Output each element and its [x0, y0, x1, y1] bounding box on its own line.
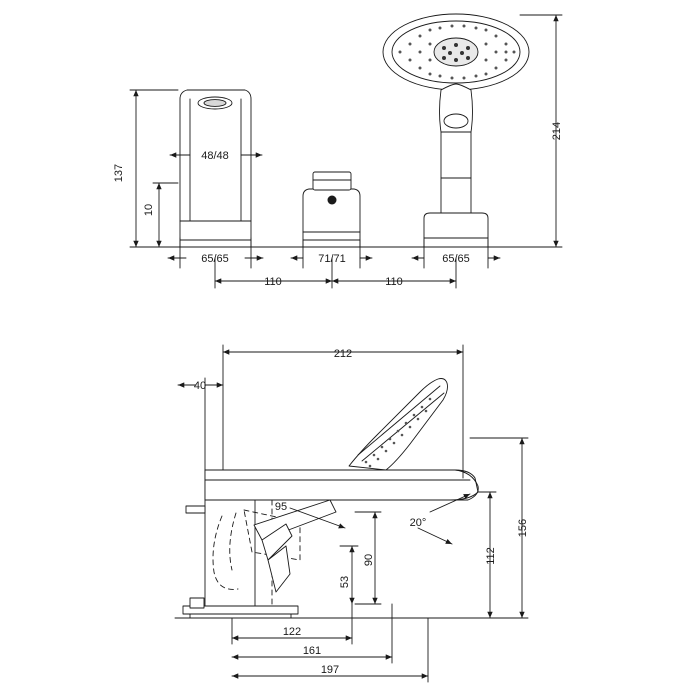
- label-71-71: 71/71: [318, 253, 346, 265]
- dim-212: [222, 344, 464, 479]
- dim-137: [129, 89, 179, 248]
- dim-112: [477, 491, 497, 619]
- dim-95: [289, 507, 346, 529]
- dim-65-65-left: [167, 237, 264, 269]
- label-161: 161: [303, 645, 321, 657]
- dim-197: [231, 617, 429, 683]
- label-112: 112: [485, 547, 497, 565]
- dim-156: [469, 437, 529, 619]
- label-40: 40: [194, 380, 206, 392]
- label-95: 95: [275, 501, 287, 513]
- side-view-body: [182, 378, 479, 619]
- dim-90: [354, 511, 382, 605]
- dim-122: [231, 603, 353, 645]
- label-90: 90: [363, 554, 375, 566]
- label-212: 212: [334, 348, 352, 360]
- dim-161: [231, 603, 393, 664]
- dim-10: [152, 182, 179, 248]
- label-156: 156: [517, 519, 529, 537]
- dim-53: [339, 545, 359, 605]
- label-65-65-left: 65/65: [201, 253, 229, 265]
- label-10: 10: [143, 204, 155, 216]
- lever-handle-body: [179, 89, 252, 248]
- label-20-deg: 20°: [410, 517, 427, 529]
- dim-65-65-right: [411, 239, 501, 269]
- dim-20-deg: [417, 493, 471, 545]
- label-214: 214: [551, 122, 563, 140]
- dim-110-right: [331, 257, 457, 289]
- label-122: 122: [283, 626, 301, 638]
- label-137: 137: [113, 164, 125, 182]
- hand-shower: [382, 13, 530, 248]
- label-48-48: 48/48: [201, 150, 229, 162]
- label-110-right: 110: [385, 276, 403, 288]
- diverter-body: [302, 171, 361, 248]
- label-110-left: 110: [264, 276, 282, 288]
- label-197: 197: [321, 664, 339, 676]
- dim-214: [489, 14, 563, 248]
- dim-71-71: [290, 239, 373, 269]
- dim-40: [177, 377, 224, 471]
- label-65-65-right: 65/65: [442, 253, 470, 265]
- label-53: 53: [339, 576, 351, 588]
